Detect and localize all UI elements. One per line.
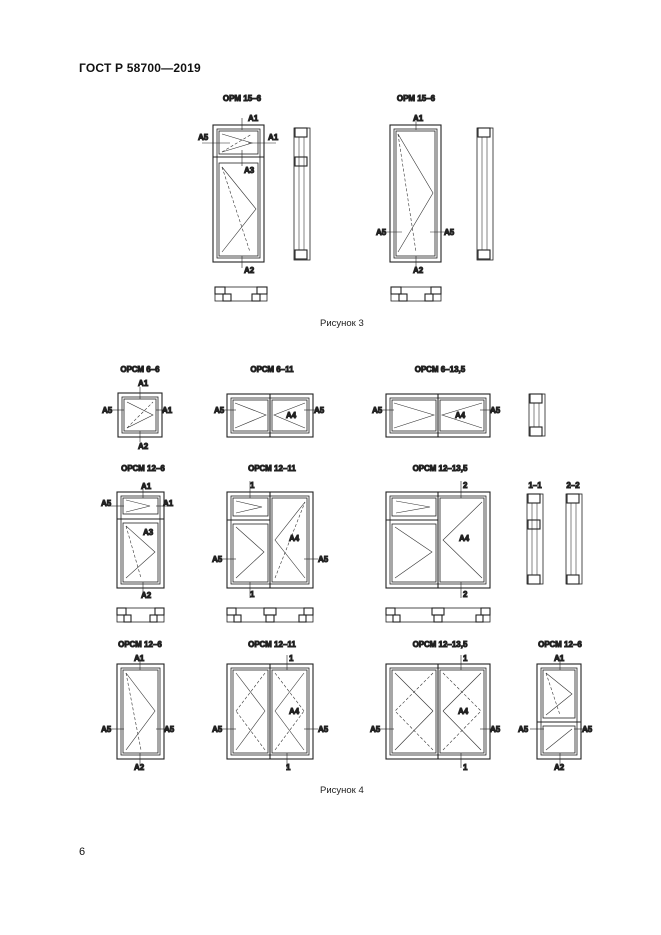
label-a5: А5 bbox=[101, 725, 112, 734]
section-label-1-1: 1–1 bbox=[528, 481, 542, 490]
label-a2: А2 bbox=[554, 763, 565, 772]
label-a5: А5 bbox=[212, 555, 223, 564]
label-a4: А4 bbox=[289, 707, 300, 716]
label-a5: А5 bbox=[102, 406, 113, 415]
figure4-window-4: ОРСМ 12–6 А1 А5 А1 А3 А2 bbox=[101, 464, 174, 623]
figure4-title-6: ОРСМ 12–13,5 bbox=[413, 464, 468, 473]
label-a5: А5 bbox=[214, 406, 225, 415]
label-a5: А5 bbox=[376, 228, 387, 237]
figure3-window-1: ОРМ 15–6 А1 А5 А1 А3 А2 bbox=[198, 94, 311, 302]
figure4-title-7: ОРСМ 12–6 bbox=[118, 640, 162, 649]
figure4-title-1: ОРСМ 6–6 bbox=[120, 365, 160, 374]
label-1: 1 bbox=[250, 590, 255, 599]
label-a4: А4 bbox=[286, 411, 297, 420]
label-a1: А1 bbox=[162, 406, 173, 415]
label-a5: А5 bbox=[212, 725, 223, 734]
label-a5: А5 bbox=[490, 406, 501, 415]
figure4-window-1: ОРСМ 6–6 А1 А5 А1 А2 bbox=[102, 365, 174, 452]
figure4-window-8: ОРСМ 12–11 1 А4 А5 А5 1 bbox=[212, 640, 330, 773]
label-1: 1 bbox=[250, 481, 255, 490]
figure4-title-8: ОРСМ 12–11 bbox=[248, 640, 296, 649]
figure4-window-7: ОРСМ 12–6 А1 А5 А5 А2 bbox=[101, 640, 176, 773]
section-details: 1–1 2–2 bbox=[526, 481, 583, 585]
figure4-title-9: ОРСМ 12–13,5 bbox=[413, 640, 468, 649]
label-a5: А5 bbox=[164, 725, 175, 734]
label-a2: А2 bbox=[141, 591, 152, 600]
section-label-2-2: 2–2 bbox=[566, 481, 580, 490]
label-a3: А3 bbox=[143, 528, 154, 537]
figure4-title-3: ОРСМ 6–13,5 bbox=[415, 365, 466, 374]
label-1: 1 bbox=[289, 654, 294, 663]
label-a4: А4 bbox=[455, 411, 466, 420]
figure3-title-2: ОРМ 15–6 bbox=[397, 94, 436, 103]
figure4-caption: Рисунок 4 bbox=[320, 785, 364, 796]
label-a1: А1 bbox=[268, 133, 279, 142]
figure4-title-10: ОРСМ 12–6 bbox=[538, 640, 582, 649]
page-number: 6 bbox=[79, 846, 86, 858]
label-1: 1 bbox=[286, 763, 291, 772]
figure3-title-1: ОРМ 15–6 bbox=[223, 94, 262, 103]
label-a5: А5 bbox=[370, 725, 381, 734]
label-a1: А1 bbox=[554, 654, 565, 663]
figure4-title-2: ОРСМ 6–11 bbox=[250, 365, 294, 374]
label-a1: А1 bbox=[248, 114, 259, 123]
figure4-window-3: ОРСМ 6–13,5 А5 А4 А5 bbox=[372, 365, 546, 438]
label-a5: А5 bbox=[372, 406, 383, 415]
figure3-window-2: ОРМ 15–6 А1 А5 А5 А2 bbox=[376, 94, 494, 302]
figure3-caption: Рисунок 3 bbox=[320, 318, 364, 329]
label-a5: А5 bbox=[101, 499, 112, 508]
label-a5: А5 bbox=[518, 725, 529, 734]
label-a2: А2 bbox=[134, 763, 145, 772]
label-a1: А1 bbox=[141, 482, 152, 491]
label-a5: А5 bbox=[490, 725, 501, 734]
figure4-title-5: ОРСМ 12–11 bbox=[248, 464, 296, 473]
figure4-window-10: ОРСМ 12–6 А1 А5 А5 А2 bbox=[518, 640, 594, 773]
figure4-title-4: ОРСМ 12–6 bbox=[121, 464, 165, 473]
label-a5: А5 bbox=[198, 133, 209, 142]
label-a2: А2 bbox=[138, 442, 149, 451]
label-a4: А4 bbox=[459, 534, 470, 543]
label-a5: А5 bbox=[314, 406, 325, 415]
label-a2: А2 bbox=[413, 266, 424, 275]
label-2: 2 bbox=[463, 590, 468, 599]
label-a1: А1 bbox=[138, 379, 149, 388]
label-a5: А5 bbox=[582, 725, 593, 734]
label-a4: А4 bbox=[458, 707, 469, 716]
label-a5: А5 bbox=[318, 555, 329, 564]
label-a4: А4 bbox=[289, 534, 300, 543]
figure4-window-5: ОРСМ 12–11 1 А4 А5 А5 1 bbox=[212, 464, 329, 623]
label-1: 1 bbox=[463, 654, 468, 663]
label-a2: А2 bbox=[244, 266, 255, 275]
label-a1: А1 bbox=[134, 654, 145, 663]
label-2: 2 bbox=[463, 481, 468, 490]
label-a5: А5 bbox=[318, 725, 329, 734]
label-a1: А1 bbox=[413, 114, 424, 123]
document-header: ГОСТ Р 58700—2019 bbox=[79, 61, 201, 75]
figure4-window-2: ОРСМ 6–11 А5 А4 А5 bbox=[214, 365, 325, 438]
label-a3: А3 bbox=[244, 166, 255, 175]
label-a5: А5 bbox=[444, 228, 455, 237]
label-1: 1 bbox=[463, 763, 468, 772]
label-a1: А1 bbox=[163, 499, 174, 508]
figure4-window-9: ОРСМ 12–13,5 1 А4 А5 А5 1 bbox=[370, 640, 502, 773]
figure4-window-6: ОРСМ 12–13,5 2 А4 2 bbox=[385, 464, 491, 623]
